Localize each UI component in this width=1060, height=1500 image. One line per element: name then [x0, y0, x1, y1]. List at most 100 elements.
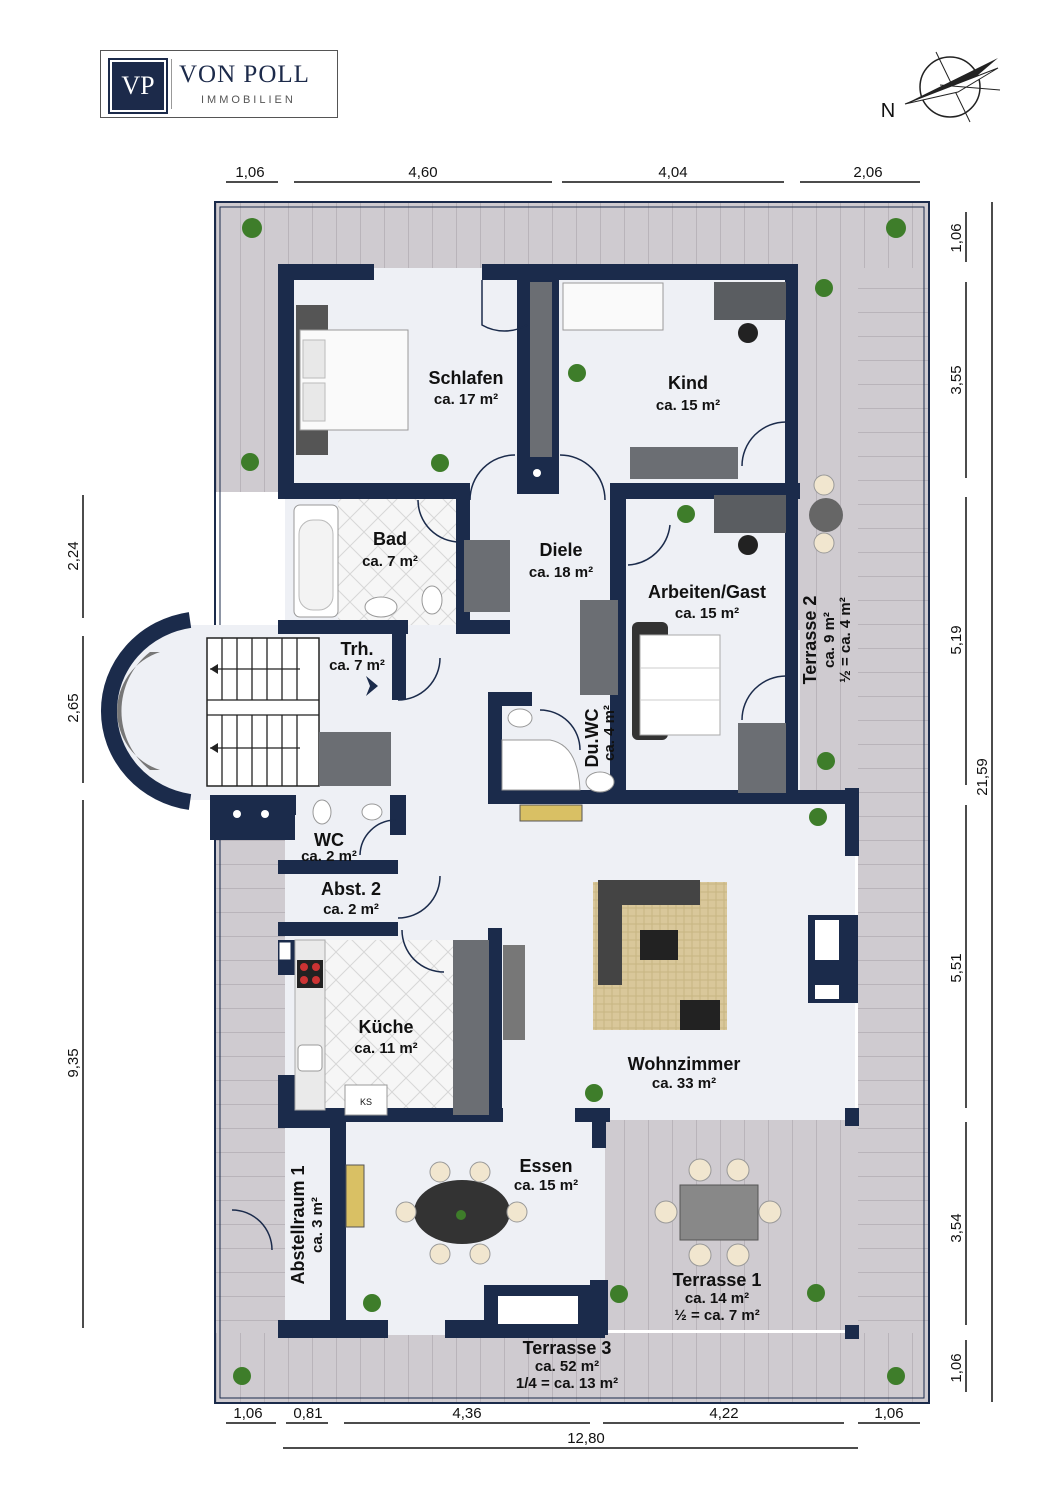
cooktop-burner	[261, 810, 269, 818]
room-name-kueche: Küche	[358, 1017, 413, 1037]
dim-right-6: 1,06	[948, 1353, 965, 1382]
room-name-essen: Essen	[519, 1156, 572, 1176]
room-area-wohnzimmer: ca. 33 m²	[652, 1075, 716, 1092]
bed-single	[562, 282, 664, 331]
fridge-label: KS	[360, 1097, 372, 1107]
brand-subtitle: IMMOBILIEN	[201, 94, 296, 106]
dim-right-total: 21,59	[974, 758, 991, 796]
dimension-lines	[82, 181, 993, 1449]
brand-monogram: VP	[108, 58, 168, 114]
sink-bad	[364, 596, 398, 618]
dim-left-1: 2,24	[65, 541, 82, 570]
dim-bottom-1: 1,06	[233, 1405, 262, 1422]
wardrobe-diele	[580, 600, 618, 695]
fireplace-essen	[498, 1296, 578, 1324]
cabinet-arbeiten	[738, 723, 786, 793]
hob-zone	[312, 963, 320, 971]
room-area-diele: ca. 18 m²	[529, 564, 593, 581]
fireplace-inset	[815, 920, 839, 960]
hob-zone	[300, 963, 308, 971]
room-name-duwc: Du.WC	[582, 709, 602, 768]
room-area-kueche: ca. 11 m²	[354, 1040, 417, 1057]
sofa-bed-arbeiten	[632, 622, 721, 740]
dim-right-2: 3,55	[948, 365, 965, 394]
dim-right-1: 1,06	[948, 223, 965, 252]
staircase-tower	[100, 612, 391, 810]
room-area-schlafen: ca. 17 m²	[434, 391, 498, 408]
bathtub-basin	[298, 519, 334, 611]
chimney-flue	[533, 469, 541, 477]
shower-tray	[501, 739, 581, 791]
coffee-table	[640, 930, 678, 960]
dresser-kind	[630, 447, 738, 479]
toilet-bad	[421, 585, 443, 615]
room-name-arbeiten: Arbeiten/Gast	[648, 582, 766, 602]
doors	[231, 280, 787, 1251]
room-area-arbeiten: ca. 15 m²	[675, 605, 739, 622]
dim-right-3: 5,19	[948, 625, 965, 654]
fridge	[344, 1084, 388, 1116]
cabinet-diele	[464, 540, 510, 612]
room-share-terrasse1: ½ = ca. 7 m²	[674, 1307, 759, 1324]
room-area-kind: ca. 15 m²	[656, 397, 720, 414]
logo-divider	[171, 59, 172, 109]
desk-arbeiten	[714, 495, 786, 533]
dim-bottom-4: 4,22	[709, 1405, 738, 1422]
dim-top-3: 4,04	[658, 164, 687, 181]
cooktop-burner	[233, 810, 241, 818]
room-area-wc: ca. 2 m²	[301, 848, 357, 865]
chair-kind	[738, 323, 758, 343]
dim-bottom-3: 4,36	[452, 1405, 481, 1422]
plants	[233, 218, 906, 1385]
wardrobe-schlafen	[530, 282, 552, 457]
hob-zone	[312, 976, 320, 984]
room-name-wc: WC	[314, 830, 344, 850]
room-area-abst2: ca. 2 m²	[323, 901, 379, 918]
terrace-bistro-set	[809, 474, 843, 554]
room-name-kind: Kind	[668, 373, 708, 393]
kitchen-sink	[297, 1044, 323, 1072]
dim-top-4: 2,06	[853, 164, 882, 181]
room-area-terrasse1: ca. 14 m²	[685, 1290, 749, 1307]
room-name-bad: Bad	[373, 529, 407, 549]
dim-right-5: 3,54	[948, 1213, 965, 1242]
room-area-trh: ca. 7 m²	[329, 657, 385, 674]
radiator-essen	[345, 1164, 365, 1228]
radiator	[519, 804, 583, 822]
room-name-terrasse2: Terrasse 2	[800, 596, 820, 685]
sink-duwc	[507, 708, 533, 728]
room-name-trh: Trh.	[340, 639, 373, 659]
room-share-terrasse2: ½ = ca. 4 m²	[837, 597, 854, 682]
room-area-terrasse2: ca. 9 m²	[821, 612, 838, 668]
sink-wc	[361, 803, 383, 821]
desk-kind	[714, 282, 786, 320]
dim-bottom-total: 12,80	[567, 1430, 605, 1447]
dim-left-3: 9,35	[65, 1048, 82, 1077]
dim-left-2: 2,65	[65, 693, 82, 722]
compass	[904, 51, 1001, 123]
brand-logo: VP VON POLL IMMOBILIEN	[100, 50, 338, 118]
room-area-essen: ca. 15 m²	[514, 1177, 578, 1194]
corner-sofa	[598, 880, 700, 985]
toilet-duwc	[585, 771, 615, 793]
dim-bottom-5: 1,06	[874, 1405, 903, 1422]
dim-top-1: 1,06	[235, 164, 264, 181]
dim-top-2: 4,60	[408, 164, 437, 181]
room-name-terrasse1: Terrasse 1	[673, 1270, 762, 1290]
fireplace-base	[815, 985, 839, 999]
dim-right-4: 5,51	[948, 953, 965, 982]
toilet-wc	[312, 799, 332, 825]
dim-bottom-2: 0,81	[293, 1405, 322, 1422]
brand-name: VON POLL	[179, 61, 310, 88]
room-area-abstellraum1: ca. 3 m²	[309, 1197, 326, 1253]
room-name-schlafen: Schlafen	[428, 368, 503, 388]
kitchen-tall-cabinets	[453, 940, 489, 1115]
wall-logo-plate	[278, 941, 292, 961]
room-name-abstellraum1: Abstellraum 1	[288, 1165, 308, 1284]
room-name-abst2: Abst. 2	[321, 879, 381, 899]
armchair	[680, 1000, 720, 1030]
compass-north-label: N	[881, 100, 895, 122]
room-area-bad: ca. 7 m²	[362, 553, 418, 570]
hob-zone	[300, 976, 308, 984]
